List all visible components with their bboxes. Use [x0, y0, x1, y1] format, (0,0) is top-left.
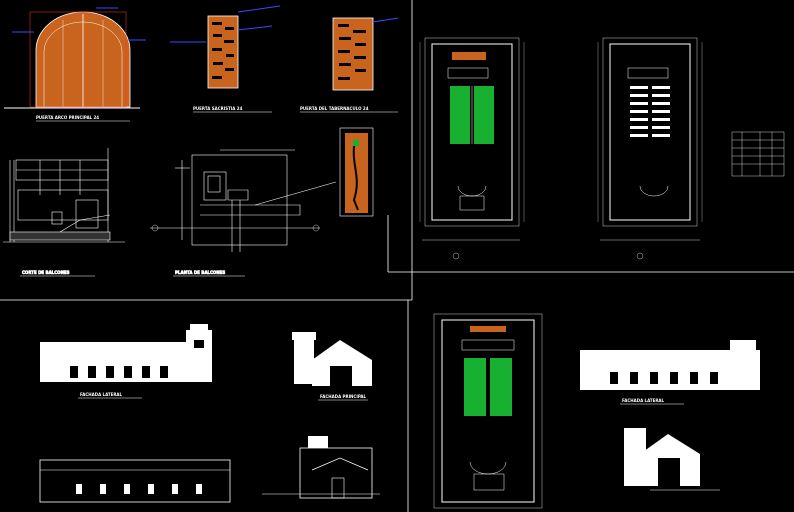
main-door-label: PUERTA ARCO PRINCIPAL 24: [36, 115, 99, 120]
main-elevation-2-drawing[interactable]: [262, 436, 380, 499]
legend-table: [731, 131, 785, 177]
balcony-plan-drawing[interactable]: PLANTA DE BALCONES: [150, 149, 337, 277]
rear-elevation-drawing[interactable]: [39, 459, 231, 503]
lateral-elevation-2-label: FACHADA LATERAL: [622, 398, 665, 403]
balcony-section-label: CORTE DE BALCONES: [22, 270, 70, 275]
main-elevation-1-drawing[interactable]: FACHADA PRINCIPAL: [292, 332, 372, 401]
floor-plan-1-drawing[interactable]: [419, 37, 525, 241]
axis-markers: [151, 224, 644, 260]
main-elevation-3-drawing[interactable]: [624, 428, 720, 491]
lateral-elevation-2-drawing[interactable]: FACHADA LATERAL: [580, 340, 760, 405]
tabernacle-door-label: PUERTA DEL TABERNACULO 24: [300, 106, 369, 111]
balcony-section-drawing[interactable]: CORTE DE BALCONES: [3, 148, 125, 277]
main-door-drawing[interactable]: PUERTA ARCO PRINCIPAL 24: [4, 7, 146, 122]
floor-plan-2-drawing[interactable]: [597, 37, 703, 241]
floor-plan-3-drawing[interactable]: [433, 313, 543, 509]
lateral-elevation-1-label: FACHADA LATERAL: [80, 392, 123, 397]
balcony-plan-label: PLANTA DE BALCONES: [175, 270, 225, 275]
lateral-elevation-1-drawing[interactable]: FACHADA LATERAL: [40, 324, 212, 399]
main-elevation-1-label: FACHADA PRINCIPAL: [320, 394, 366, 399]
sacristy-door-label: PUERTA SACRISTIA 24: [193, 106, 243, 111]
tabernacle-door-drawing[interactable]: PUERTA DEL TABERNACULO 24: [300, 17, 399, 113]
sacristy-door-drawing[interactable]: PUERTA SACRISTIA 24: [170, 5, 281, 113]
balcony-detail-drawing[interactable]: [339, 127, 374, 217]
